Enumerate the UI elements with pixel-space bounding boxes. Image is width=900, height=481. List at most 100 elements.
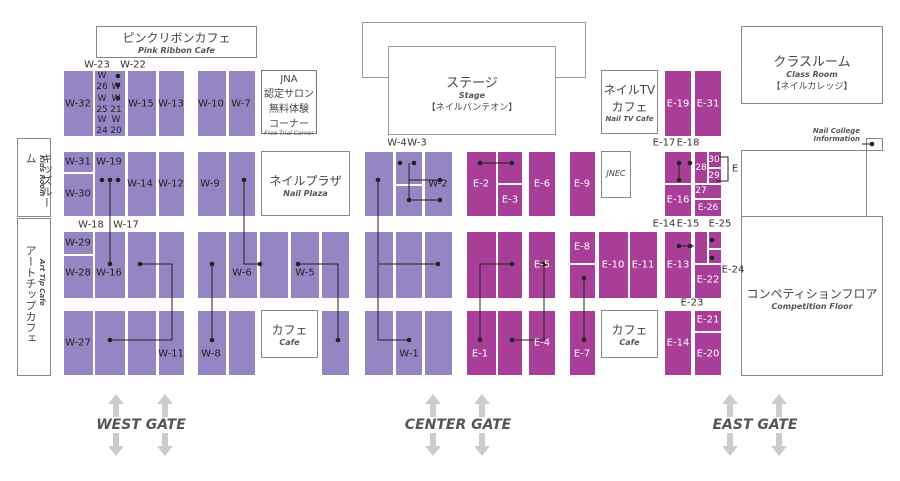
booth-block-cw5[interactable]: [424, 310, 453, 376]
booth-block-e5a[interactable]: [466, 231, 497, 299]
cafe-east-jp: カフェ: [611, 323, 648, 337]
booth-block-w8b[interactable]: [228, 310, 256, 376]
booth-block-w12[interactable]: [158, 151, 185, 217]
booth-block-e5b[interactable]: [497, 231, 523, 299]
booth-block-e20[interactable]: [694, 332, 722, 376]
booth-block-e7[interactable]: [569, 310, 596, 376]
booth-block-e9[interactable]: [569, 151, 596, 217]
booth-block-cw4[interactable]: [364, 310, 394, 376]
booth-e5: E-5: [533, 259, 551, 271]
booth-block-e14[interactable]: [664, 310, 692, 376]
nail-college-info-l2: Information: [813, 135, 860, 143]
booth-wcol1: W: [97, 71, 107, 81]
booth-block-w4b[interactable]: [395, 151, 423, 185]
booth-block-e27[interactable]: [694, 184, 722, 199]
booth-block-cw1[interactable]: [364, 231, 394, 299]
booth-block-e26[interactable]: [694, 199, 722, 217]
booth-block-cw2[interactable]: [395, 231, 423, 299]
booth-e7: E-7: [573, 348, 591, 360]
booth-block-e31[interactable]: [694, 70, 722, 137]
booth-block-w9[interactable]: [197, 151, 227, 217]
booth-block-e10[interactable]: [598, 231, 629, 299]
booth-w20: 20: [110, 126, 122, 136]
cafe-west-jp: カフェ: [271, 323, 308, 337]
nail-tv-line1: ネイルTV: [603, 83, 656, 97]
booth-e1: E-1: [471, 348, 489, 360]
booth-block-w28[interactable]: [63, 255, 94, 299]
booth-block-w31[interactable]: [63, 151, 94, 173]
booth-block-e17[interactable]: [664, 151, 692, 184]
booth-block-e8[interactable]: [569, 231, 596, 264]
competition-floor-en: Competition Floor: [771, 302, 853, 311]
pink-ribbon-cafe-en: Pink Ribbon Cafe: [138, 46, 215, 55]
booth-block-w11[interactable]: [158, 310, 185, 376]
booth-block-e3[interactable]: [497, 184, 523, 217]
booth-block-e19[interactable]: [664, 70, 692, 137]
booth-block-e25[interactable]: [708, 231, 722, 249]
booth-block-w1[interactable]: [395, 310, 423, 376]
booth-block-w3b[interactable]: [395, 185, 423, 217]
booth-block-w7[interactable]: [228, 70, 256, 137]
booth-block-w16b[interactable]: [127, 231, 157, 299]
booth-block-w27b[interactable]: [94, 310, 126, 376]
booth-e9: E-9: [573, 178, 591, 190]
booth-block-e1[interactable]: [466, 310, 497, 376]
nail-tv-cafe: ネイルTV カフェ Nail TV Cafe: [601, 70, 658, 134]
booth-block-e8b[interactable]: [569, 264, 596, 299]
booth-w23: W-23: [84, 59, 110, 71]
booth-block-w30[interactable]: [63, 173, 94, 217]
booth-w13: W-13: [158, 98, 184, 110]
booth-block-w6c[interactable]: [259, 231, 289, 299]
booth-block-e1b[interactable]: [497, 310, 523, 376]
booth-wcol2b: W: [111, 94, 121, 104]
booth-block-w6[interactable]: [228, 231, 258, 299]
booth-block-w4[interactable]: [364, 151, 394, 217]
west-gate-label[interactable]: WEST GATE: [94, 417, 188, 433]
booth-block-w14[interactable]: [127, 151, 157, 217]
stage-sub: 【ネイルパンテオン】: [426, 103, 518, 113]
booth-block-w6a[interactable]: [197, 231, 227, 299]
booth-block-w5b[interactable]: [321, 231, 350, 299]
booth-block-w5[interactable]: [290, 231, 320, 299]
booth-block-w32[interactable]: [63, 70, 94, 137]
booth-e30: 30: [708, 155, 720, 165]
booth-block-w8[interactable]: [197, 310, 227, 376]
booth-e4: E-4: [533, 337, 551, 349]
booth-block-w10[interactable]: [197, 70, 227, 137]
booth-block-w5c[interactable]: [321, 310, 350, 376]
booth-block-w16c[interactable]: [158, 231, 185, 299]
booth-block-w29[interactable]: [63, 231, 94, 255]
booth-block-w15[interactable]: [127, 70, 157, 137]
booth-e3: E-3: [501, 194, 519, 206]
booth-block-w16[interactable]: [94, 231, 126, 299]
booth-block-w27[interactable]: [63, 310, 94, 376]
east-gate-label[interactable]: EAST GATE: [710, 417, 800, 433]
booth-block-e11[interactable]: [629, 231, 658, 299]
booth-block-w27c[interactable]: [127, 310, 157, 376]
booth-w31: W-31: [65, 156, 91, 168]
booth-e17: E-17: [652, 137, 676, 149]
booth-block-e24[interactable]: [708, 249, 722, 264]
booth-block-w13[interactable]: [158, 70, 185, 137]
nail-college-info-booth: [866, 138, 883, 151]
center-gate-label[interactable]: CENTER GATE: [402, 417, 514, 433]
booth-block-cw3[interactable]: [424, 231, 453, 299]
booth-e15: E-15: [676, 218, 700, 230]
booth-w1: W-1: [399, 348, 419, 360]
jna-en: Free Trial Corner: [263, 130, 315, 137]
booth-block-e28[interactable]: [694, 151, 708, 184]
booth-block-e2b[interactable]: [497, 151, 523, 184]
jna-line3: 無料体験: [269, 104, 309, 115]
booth-block-w-small-col[interactable]: [94, 70, 126, 137]
booth-w30: W-30: [65, 188, 91, 200]
booth-block-e22[interactable]: [694, 264, 722, 299]
booth-block-w9b[interactable]: [228, 151, 256, 217]
booth-w10: W-10: [198, 98, 224, 110]
booth-block-e15[interactable]: [694, 231, 708, 264]
booth-block-e21[interactable]: [694, 310, 722, 332]
booth-block-e16[interactable]: [664, 184, 692, 217]
booth-block-e13[interactable]: [664, 231, 692, 299]
booth-e-group: E: [731, 163, 739, 175]
booth-block-e6[interactable]: [528, 151, 556, 217]
competition-floor: コンペティションフロア Competition Floor: [741, 216, 883, 376]
